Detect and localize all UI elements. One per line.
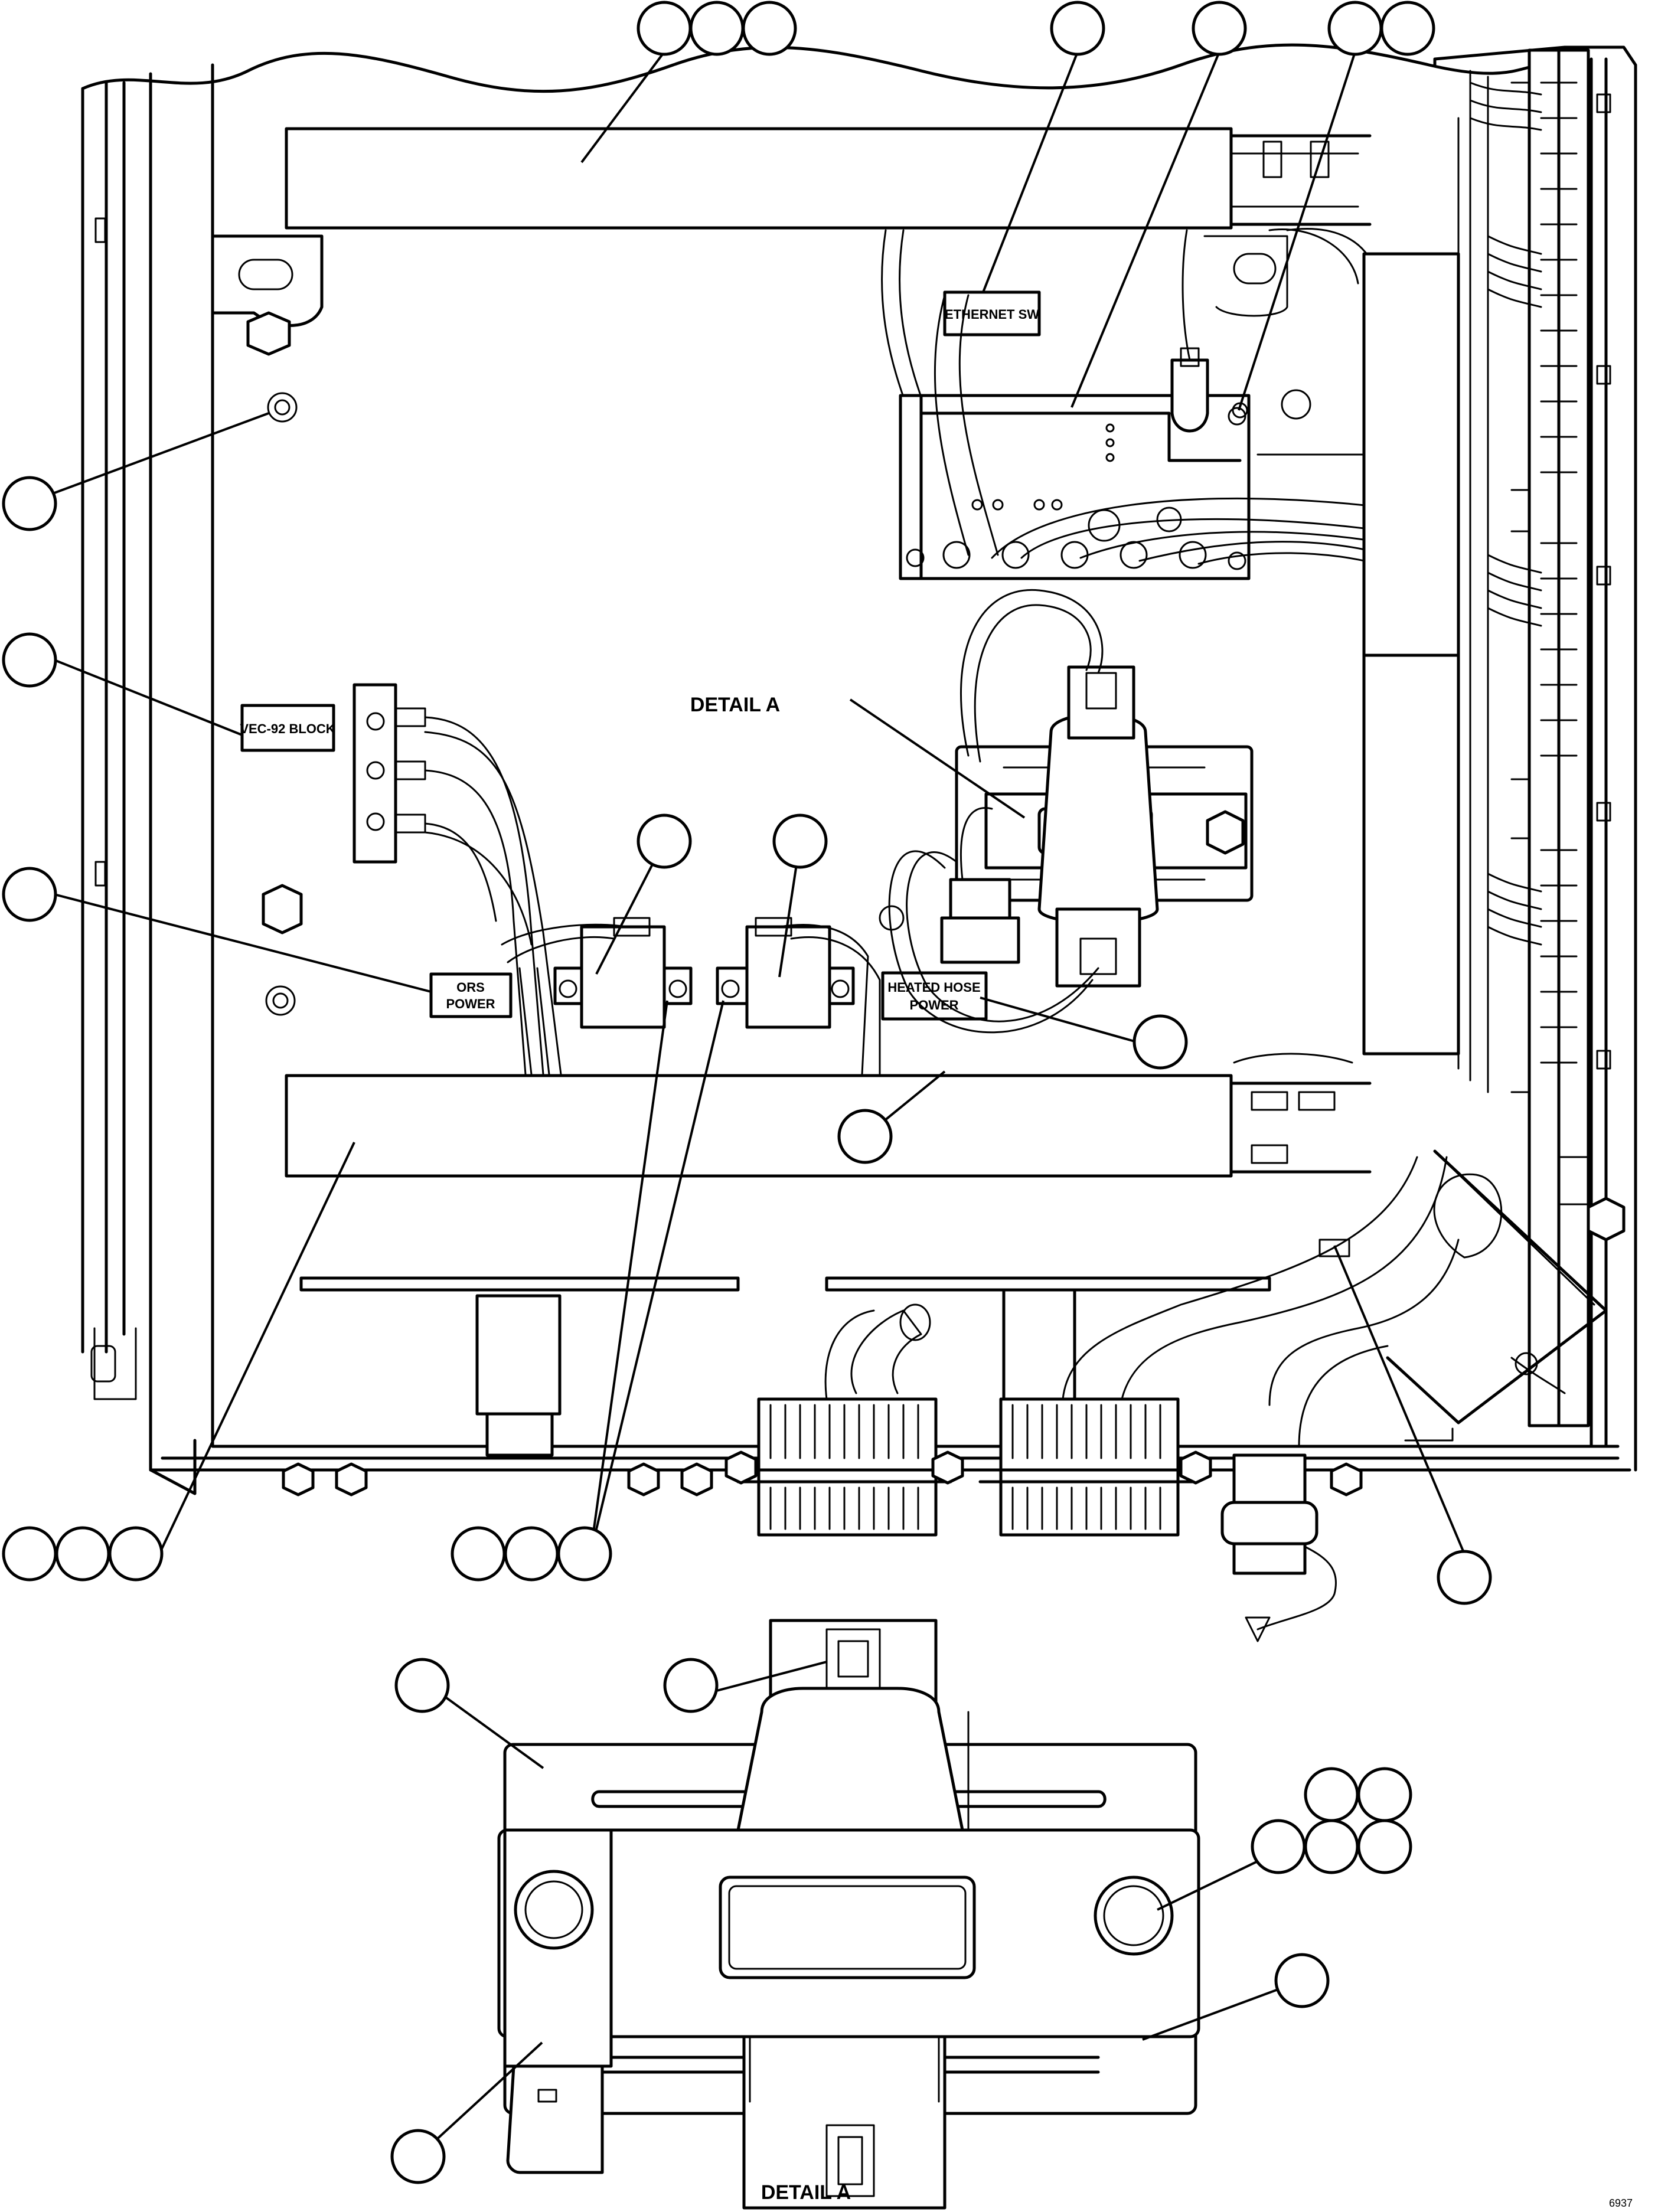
detail-a-view <box>497 1619 1200 2210</box>
callout-bubble <box>1050 1 1105 56</box>
figure-id: 6937 <box>1609 2197 1633 2209</box>
relay-ors-power: ORS POWER <box>429 917 693 1076</box>
callout-bubble <box>557 1526 612 1582</box>
ors-label-2: POWER <box>446 996 495 1011</box>
callout-bubbles <box>2 1 1492 2184</box>
callout-bubble <box>1304 1819 1359 1874</box>
callout-bubble <box>1274 1953 1330 2008</box>
callout-bubble <box>2 476 57 531</box>
center-connector-bracket <box>888 589 1254 1034</box>
vec-92-block: VEC-92 BLOCK <box>240 683 562 1076</box>
relay-heated-hose: HEATED HOSE POWER <box>716 905 988 1076</box>
callout-bubble <box>108 1526 164 1582</box>
callout-bubble <box>663 1658 719 1713</box>
lower-rails <box>299 1239 1350 1457</box>
callout-bubble <box>1192 1 1247 56</box>
callout-bubble <box>1380 1 1435 56</box>
callout-bubble <box>772 813 828 869</box>
callout-bubble <box>394 1658 450 1713</box>
callout-bubble <box>1357 1819 1412 1874</box>
bottom-wire-duct <box>285 1053 1372 1178</box>
callout-bubble <box>1437 1550 1492 1605</box>
callout-bubble <box>742 1 797 56</box>
heated-hose-label-2: POWER <box>909 998 958 1012</box>
left-mounting-hardware <box>211 234 324 1016</box>
callout-bubble <box>390 2129 446 2184</box>
callout-bubble <box>2 632 57 688</box>
callout-bubble <box>504 1526 559 1582</box>
lower-right-clamp <box>1386 1149 1608 1442</box>
callout-bubble <box>637 1 692 56</box>
callout-bubble <box>2 1526 57 1582</box>
callout-bubble <box>1357 1767 1412 1822</box>
leader-lines <box>54 51 1466 2158</box>
callout-bubble <box>689 1 745 56</box>
ethernet-switch: ETHERNET SW <box>881 228 1389 580</box>
callout-bubble <box>55 1526 110 1582</box>
heated-hose-label-1: HEATED HOSE <box>887 980 980 995</box>
detail-a-label-top: DETAIL A <box>690 694 780 716</box>
base-fasteners <box>282 1450 1363 1497</box>
callout-bubble <box>837 1109 893 1164</box>
ethernet-sw-label: ETHERNET SW <box>945 307 1039 322</box>
detail-a-label-bottom: DETAIL A <box>761 2181 851 2204</box>
terminal-strip <box>1457 48 1626 1427</box>
callout-bubble <box>637 813 692 869</box>
callout-bubble <box>2 867 57 922</box>
top-wire-duct <box>285 127 1372 230</box>
callout-bubble <box>1132 1014 1188 1070</box>
right-vertical-module <box>1362 252 1460 1056</box>
callout-bubble <box>451 1526 506 1582</box>
callout-bubble <box>1304 1767 1359 1822</box>
bottom-connectors <box>736 1156 1460 1642</box>
vec-block-label: VEC-92 BLOCK <box>240 721 335 736</box>
ors-label-1: ORS <box>456 980 485 995</box>
callout-bubble <box>1327 1 1383 56</box>
callout-bubble <box>1251 1819 1306 1874</box>
